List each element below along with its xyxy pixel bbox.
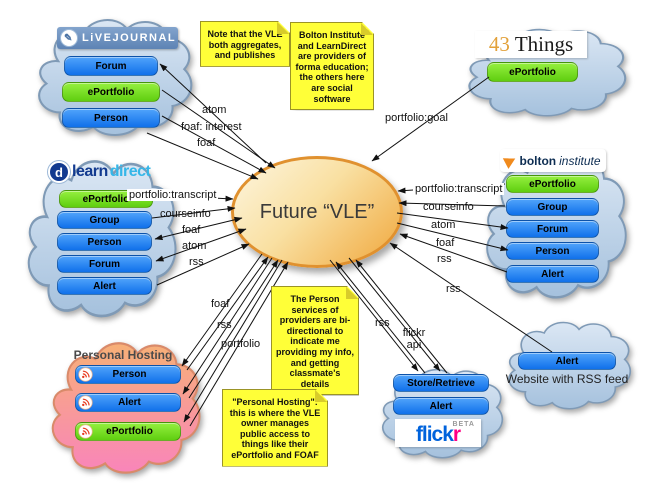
edge-label-ld-atom: atom: [182, 240, 207, 252]
learndirect-logo-direct: direct: [109, 163, 151, 180]
edge-label-bi-foaf: foaf: [436, 237, 455, 249]
feed-icon: [78, 424, 93, 439]
edge-label-lj-foaf: foaf: [197, 137, 216, 149]
edge-label-ld-rss: rss: [189, 256, 204, 268]
edge-label-bi-rss: rss: [437, 253, 452, 265]
edge-label-flickr-api: flickr api: [402, 327, 426, 351]
feed-icon: [78, 367, 93, 382]
43things-logo: 43 Things: [475, 31, 587, 58]
cloud-learndirect: d learn direct ePortfolio Group Person F…: [18, 148, 180, 320]
edge-label-ph-rss: rss: [217, 319, 232, 331]
flickr-logo-beta: BETA: [452, 421, 475, 428]
note-formal-providers: Bolton Institute and LearnDirect are pro…: [290, 22, 374, 110]
livejournal-logo-text: LiVEJOURNAL: [82, 32, 177, 44]
personal-person-node: Person: [75, 365, 181, 384]
bolton-eportfolio-node: ePortfolio: [506, 175, 599, 193]
learndirect-logo: d learn direct: [48, 161, 151, 183]
43things-logo-number: 43: [488, 32, 510, 56]
personal-eportfolio-label: ePortfolio: [106, 426, 153, 437]
livejournal-person-node: Person: [62, 108, 160, 128]
bolton-alert-node: Alert: [506, 265, 599, 283]
personal-person-label: Person: [112, 369, 147, 380]
flickr-store-retrieve-node: Store/Retrieve: [393, 374, 489, 392]
edge-label-bi-atom: atom: [431, 219, 456, 231]
cloud-43things: 43 Things ePortfolio: [458, 22, 630, 118]
edge-label-website-rss: rss: [446, 283, 461, 295]
livejournal-logo: LiVEJOURNAL: [57, 27, 178, 49]
edge-label-ld-courseinfo: courseinfo: [160, 208, 211, 220]
edge-label-ph-portfolio: portfolio: [221, 338, 261, 350]
learndirect-forum-node: Forum: [57, 255, 152, 273]
bolton-logo-bolton: bolton: [519, 153, 557, 168]
livejournal-eportfolio-node: ePortfolio: [62, 82, 160, 102]
feed-icon: [78, 395, 93, 410]
edge-label-lj-foaf-interest: foaf: interest: [181, 121, 242, 133]
livejournal-forum-node: Forum: [64, 56, 158, 76]
cloud-website-rss: Alert Website with RSS feed: [500, 315, 634, 411]
future-vle-ellipse: Future “VLE”: [231, 156, 403, 268]
learndirect-alert-node: Alert: [57, 277, 152, 295]
arrow-flickr-api-in: [355, 259, 448, 374]
edge-label-ph-foaf: foaf: [211, 298, 230, 310]
cloud-personal-hosting: Personal Hosting Person Alert ePortfolio: [42, 332, 204, 476]
website-caption: Website with RSS feed: [505, 372, 629, 386]
arrow-flickr-api-out: [348, 257, 441, 372]
learndirect-logo-learn: learn: [72, 163, 108, 180]
flickr-alert-node: Alert: [393, 397, 489, 415]
cloud-livejournal: LiVEJOURNAL Forum ePortfolio Person: [28, 10, 196, 138]
edge-label-bi-courseinfo: courseinfo: [423, 201, 474, 213]
personal-hosting-title: Personal Hosting: [73, 348, 173, 362]
edge-label-ld-foaf: foaf: [182, 224, 201, 236]
edge-label-portfolio-goal: portfolio:goal: [385, 112, 448, 124]
learndirect-logo-d-icon: d: [48, 161, 70, 183]
edge-label-bi-portfolio-transcript: portfolio:transcript: [413, 183, 505, 195]
edge-label-lj-atom: atom: [202, 104, 227, 116]
bolton-person-node: Person: [506, 242, 599, 260]
learndirect-person-node: Person: [57, 233, 152, 251]
personal-alert-label: Alert: [118, 397, 141, 408]
edge-label-ld-portfolio-transcript: portfolio:transcript: [127, 189, 219, 201]
personal-eportfolio-node: ePortfolio: [75, 422, 181, 441]
personal-alert-node: Alert: [75, 393, 181, 412]
note-personal-hosting: "Personal Hosting": this is where the VL…: [222, 389, 328, 467]
future-vle-label: Future “VLE”: [259, 200, 375, 223]
bolton-logo-institute: institute: [559, 153, 601, 168]
note-vle-aggregates: Note that the VLE both aggregates, and p…: [200, 21, 290, 67]
flickr-logo-r: r: [452, 423, 461, 446]
learndirect-group-node: Group: [57, 211, 152, 229]
website-alert-node: Alert: [518, 352, 616, 370]
edge-label-flickr-rss: rss: [375, 317, 390, 329]
bolton-group-node: Group: [506, 198, 599, 216]
bolton-swoosh-icon: [503, 152, 519, 169]
43things-logo-word: Things: [514, 32, 574, 56]
flickr-logo-flick: flick: [415, 423, 454, 446]
pencil-icon: [60, 29, 78, 47]
note-person-services: The Person services of providers are bi-…: [271, 286, 359, 395]
43things-eportfolio-node: ePortfolio: [487, 62, 578, 82]
bolton-forum-node: Forum: [506, 220, 599, 238]
